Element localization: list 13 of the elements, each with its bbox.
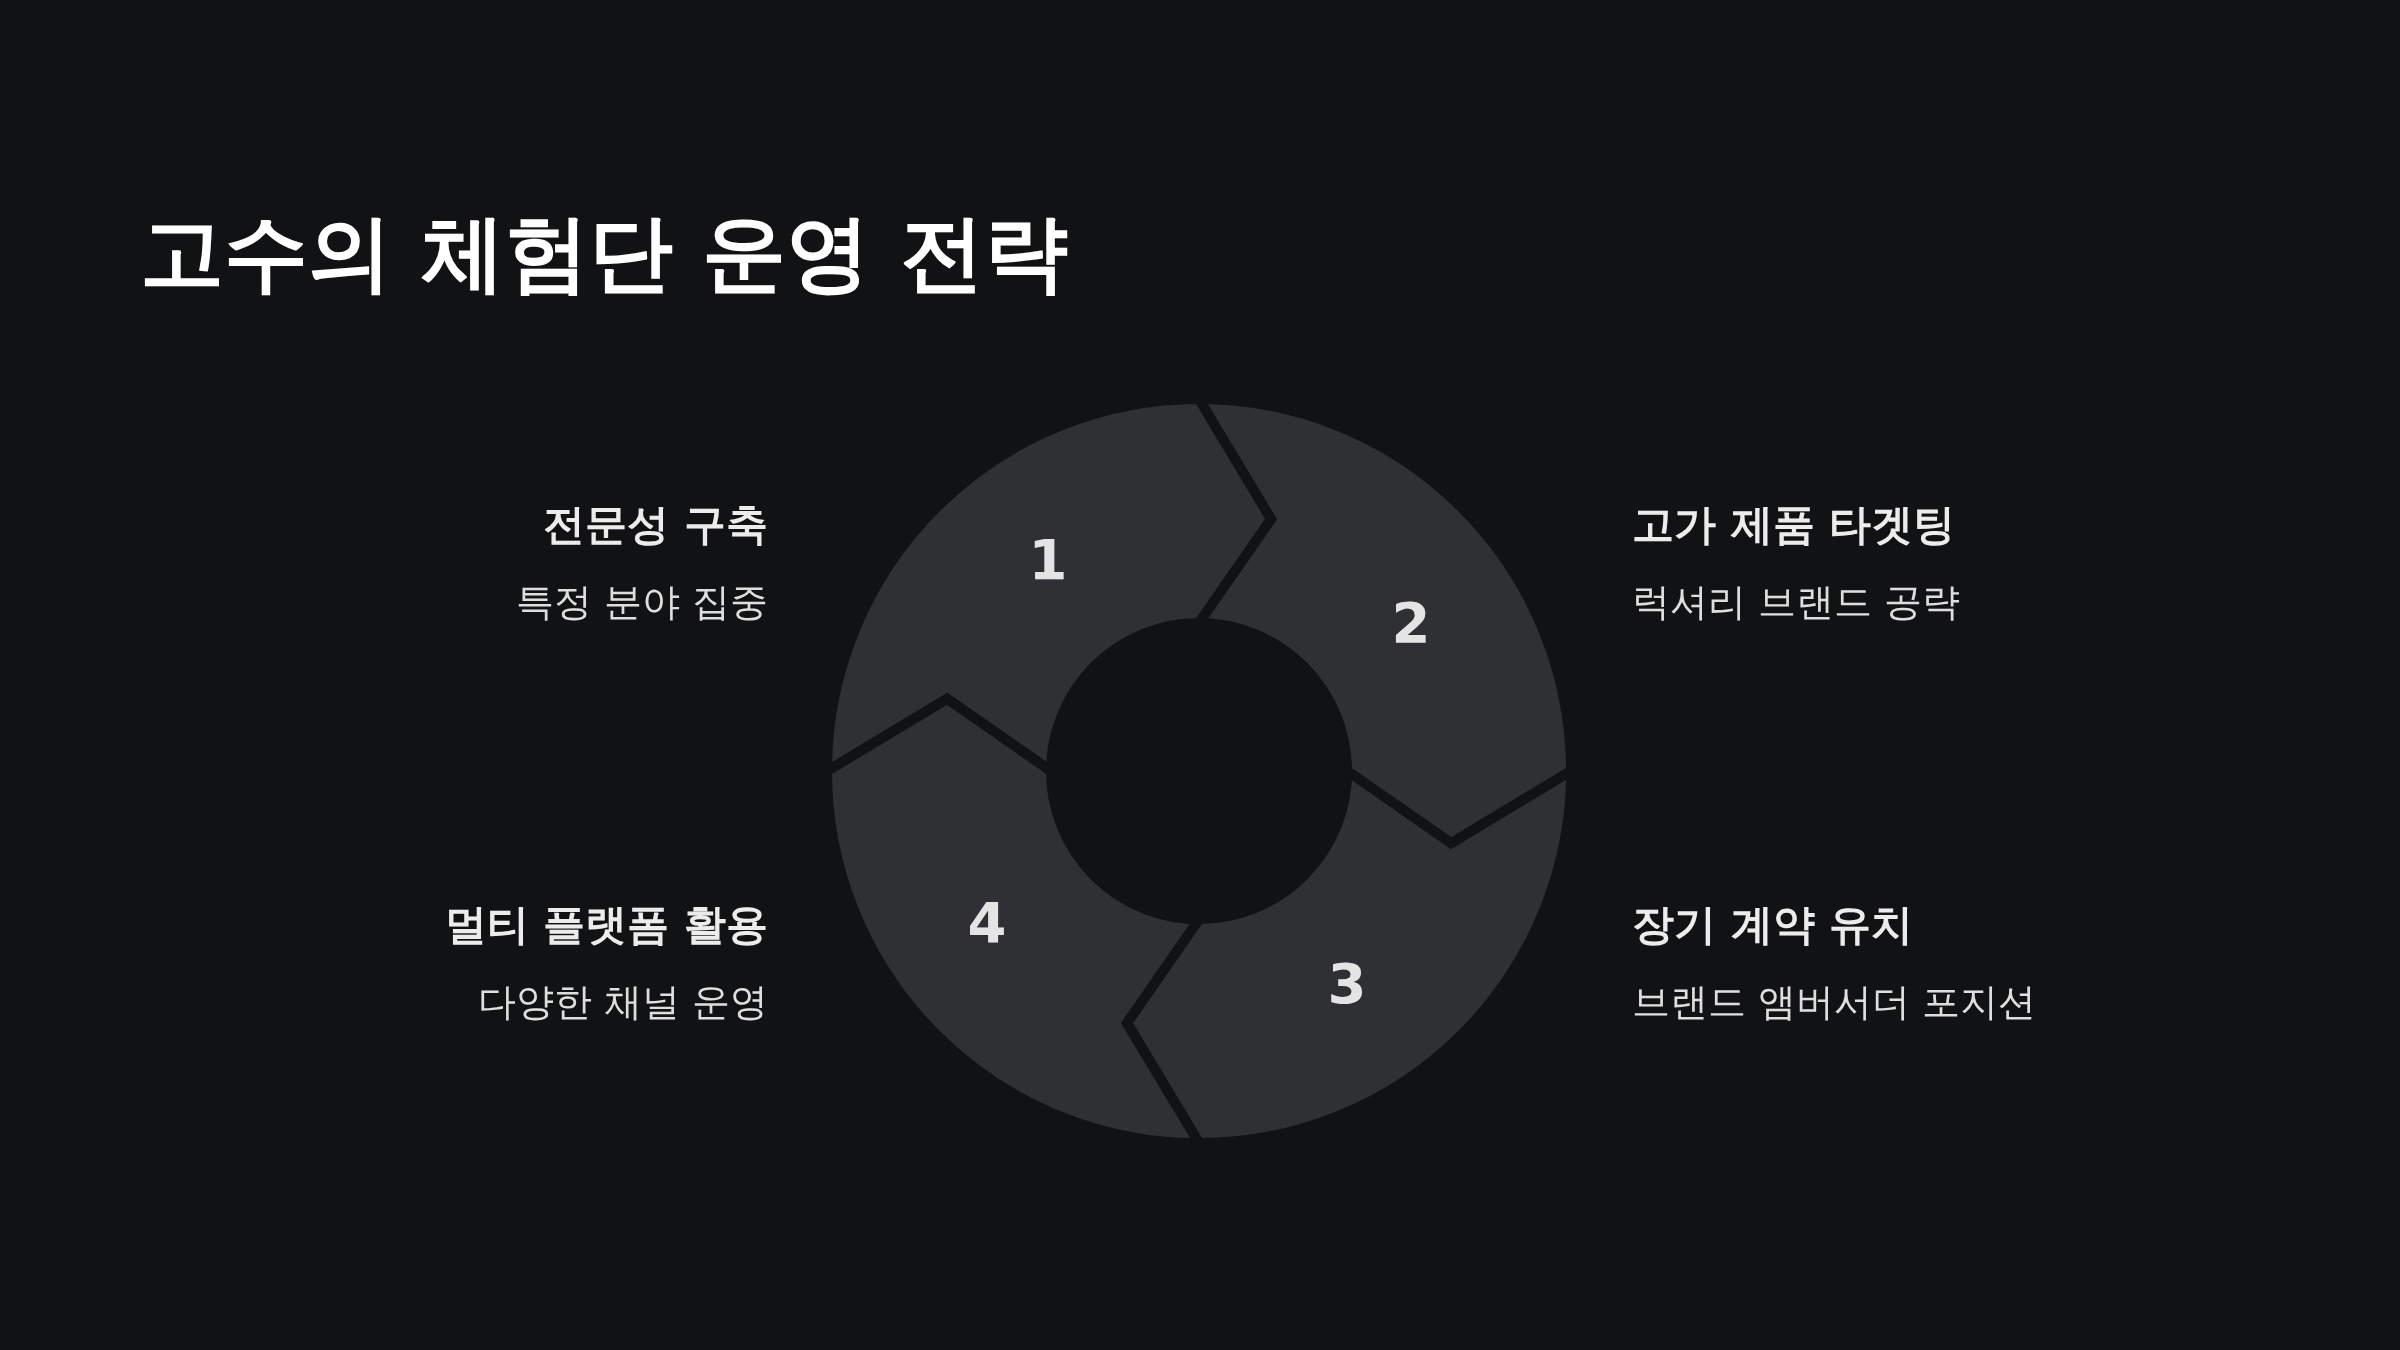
step-heading: 전문성 구축: [543, 500, 768, 551]
step-description: 특정 분야 집중: [515, 580, 768, 626]
step-description: 브랜드 앰버서더 포지션: [1632, 980, 2037, 1026]
title: 고수의 체험단 운영 전략: [140, 205, 1068, 302]
step-heading: 멀티 플랫폼 활용: [444, 900, 768, 951]
step-number: 3: [1327, 956, 1367, 1012]
step-heading: 고가 제품 타겟팅: [1632, 500, 1956, 551]
step-number: 1: [1028, 532, 1068, 588]
step-number: 4: [967, 895, 1007, 951]
step-description: 럭셔리 브랜드 공략: [1632, 580, 1961, 626]
step-number: 2: [1391, 595, 1431, 651]
step-heading: 장기 계약 유치: [1632, 900, 1914, 951]
step-description: 다양한 채널 운영: [477, 980, 768, 1026]
